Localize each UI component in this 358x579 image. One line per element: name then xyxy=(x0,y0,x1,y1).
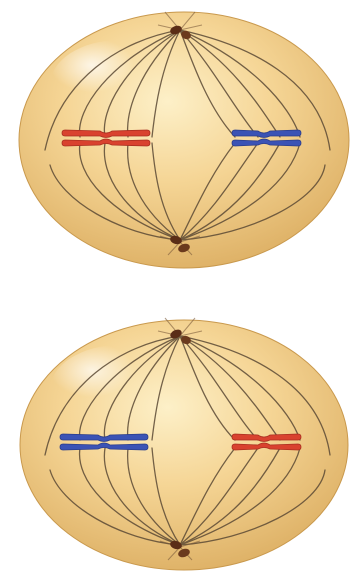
cell-highlight xyxy=(50,40,190,130)
cell-diagram-bottom xyxy=(0,300,358,579)
cell-svg-top xyxy=(0,0,358,290)
cell-svg-bottom xyxy=(0,300,358,579)
cell-diagram-top xyxy=(0,0,358,290)
cell-highlight xyxy=(50,345,190,435)
